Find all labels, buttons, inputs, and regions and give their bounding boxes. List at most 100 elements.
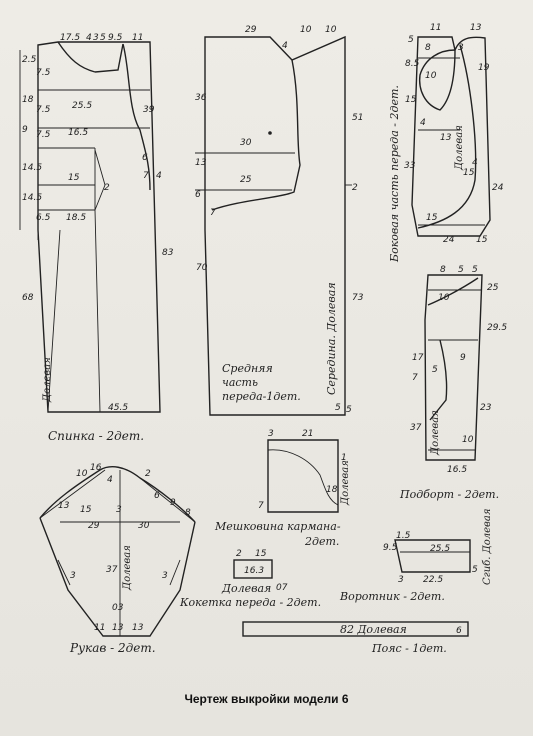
side-front-num: 19 bbox=[478, 63, 490, 73]
back-num: 9.5 bbox=[108, 33, 123, 43]
back-num: 25.5 bbox=[72, 101, 92, 111]
collar-num: 3 bbox=[398, 575, 404, 585]
back-piece bbox=[19, 41, 161, 413]
facing-num: 5 bbox=[432, 365, 438, 375]
facing-num: 17 bbox=[412, 353, 424, 363]
side-front-num: 24 bbox=[492, 183, 504, 193]
sleeve-label: Рукав - 2дет. bbox=[69, 641, 156, 655]
front-mid-num: 4 bbox=[282, 41, 288, 51]
back-num: 6.5 bbox=[36, 213, 51, 223]
back-num: 15 bbox=[68, 173, 80, 183]
sleeve-num: 3 bbox=[116, 505, 122, 515]
sleeve-num: 9 bbox=[170, 498, 176, 508]
back-num: 2 bbox=[104, 183, 110, 193]
facing-num: 7 bbox=[412, 373, 418, 383]
back-num: 39 bbox=[143, 105, 155, 115]
sleeve-piece bbox=[39, 466, 196, 637]
back-num: 17.5 bbox=[60, 33, 80, 43]
facing-num: 16.5 bbox=[447, 465, 467, 475]
front-mid-num: 7 bbox=[210, 208, 216, 218]
side-front-num: 4 bbox=[472, 158, 478, 168]
side-front-num: 15 bbox=[426, 213, 438, 223]
back-num: 16.5 bbox=[68, 128, 88, 138]
back-label: Спинка - 2дет. bbox=[48, 429, 144, 443]
facing-num: 5 bbox=[472, 265, 478, 275]
back-num: 4 bbox=[86, 33, 92, 43]
back-num: 7 bbox=[143, 171, 149, 181]
sleeve-num: 30 bbox=[138, 521, 150, 531]
collar-piece bbox=[394, 539, 471, 573]
side-front-num: 15 bbox=[463, 168, 475, 178]
facing-num: 37 bbox=[410, 423, 422, 433]
pocket-num: 3 bbox=[268, 429, 274, 439]
side-front-grain: Долевая bbox=[454, 125, 465, 171]
side-front-num: 8.5 bbox=[405, 59, 420, 69]
sleeve-num: 13 bbox=[58, 501, 70, 511]
facing-num: 29.5 bbox=[487, 323, 507, 333]
back-num: 14.5 bbox=[22, 163, 42, 173]
collar-label: Воротник - 2дет. bbox=[339, 590, 445, 603]
back-num: 2.5 bbox=[22, 55, 37, 65]
facing-num: 25 bbox=[487, 283, 499, 293]
sleeve-num: 15 bbox=[80, 505, 92, 515]
back-num: 11 bbox=[132, 33, 143, 43]
front-mid-num: 70 bbox=[196, 263, 208, 273]
pocket-piece bbox=[267, 439, 339, 513]
back-num: 83 bbox=[162, 248, 174, 258]
front-mid-num: 6 bbox=[195, 190, 201, 200]
collar-num: 22.5 bbox=[423, 575, 443, 585]
belt-num: 6 bbox=[456, 626, 462, 636]
back-grain: Долевая bbox=[42, 357, 53, 403]
sleeve-num: 3 bbox=[162, 571, 168, 581]
pocket-label-line: 2дет. bbox=[304, 535, 339, 548]
sleeve-num: 13 bbox=[112, 623, 124, 633]
sleeve-num: 29 bbox=[88, 521, 100, 531]
back-num: 45.5 bbox=[108, 403, 128, 413]
facing-num: 10 bbox=[462, 435, 474, 445]
side-front-num: 3 bbox=[458, 43, 464, 53]
front-mid-num: 13 bbox=[195, 158, 207, 168]
back-num: 7.5 bbox=[36, 68, 51, 78]
sleeve-num: 10 bbox=[76, 469, 88, 479]
front-mid-grain: Середина. Долевая bbox=[325, 282, 338, 395]
sleeve-num: 16 bbox=[90, 463, 102, 473]
back-num: 5 bbox=[100, 33, 106, 43]
sleeve-num: 37 bbox=[106, 565, 118, 575]
front-mid-num: 10 bbox=[300, 25, 312, 35]
side-front-num: 24 bbox=[443, 235, 455, 245]
facing-grain: Долевая bbox=[430, 410, 441, 456]
yoke-piece bbox=[233, 559, 273, 579]
pocket-num: 21 bbox=[302, 429, 313, 439]
facing-num: 9 bbox=[460, 353, 466, 363]
belt-grain: 82 Долевая bbox=[340, 623, 407, 636]
sleeve-grain: Долевая bbox=[122, 545, 133, 591]
yoke-label: Кокетка переда - 2дет. bbox=[179, 596, 321, 609]
side-front-num: 13 bbox=[440, 133, 452, 143]
sleeve-num: 11 bbox=[94, 623, 105, 633]
front-mid-num: 10 bbox=[325, 25, 337, 35]
side-front-piece bbox=[411, 36, 491, 237]
back-num: 6 bbox=[142, 153, 148, 163]
side-front-num: 5 bbox=[408, 35, 414, 45]
front-mid-num: 2 bbox=[352, 183, 358, 193]
back-num: 7.5 bbox=[36, 130, 51, 140]
sleeve-num: 8 bbox=[185, 508, 191, 518]
back-num: 4 bbox=[156, 171, 162, 181]
sleeve-num: 3 bbox=[70, 571, 76, 581]
facing-num: 8 bbox=[440, 265, 446, 275]
belt-piece bbox=[242, 621, 469, 637]
collar-num: 25.5 bbox=[430, 544, 450, 554]
front-mid-num: 30 bbox=[240, 138, 252, 148]
sleeve-num: 6 bbox=[154, 491, 160, 501]
side-front-num: 13 bbox=[470, 23, 482, 33]
front-middle-piece bbox=[195, 35, 352, 416]
pocket-num: 1 bbox=[341, 453, 347, 463]
side-front-num: 33 bbox=[404, 161, 416, 171]
belt-label: Пояс - 1дет. bbox=[371, 642, 447, 655]
front-mid-num: 73 bbox=[352, 293, 364, 303]
side-front-num: 11 bbox=[430, 23, 441, 33]
side-front-num: 15 bbox=[476, 235, 488, 245]
sleeve-num: 13 bbox=[132, 623, 144, 633]
